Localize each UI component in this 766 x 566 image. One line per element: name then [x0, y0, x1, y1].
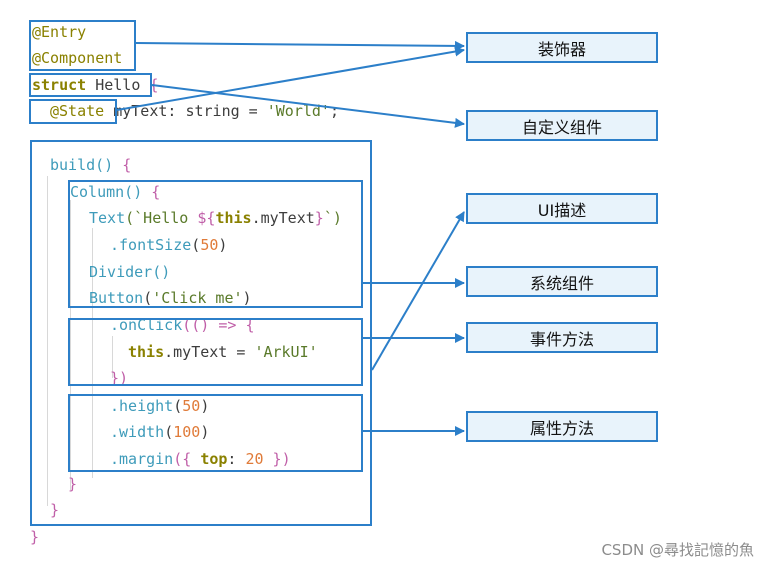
- code-line-button: Button('Click me'): [89, 289, 252, 307]
- code-line-component: @Component: [32, 49, 123, 67]
- attribute-method-highlight-box: [68, 394, 363, 472]
- indent-guide-column: [70, 200, 71, 490]
- code-line-onclick-close: }): [110, 369, 129, 387]
- code-line-margin: .margin({ top: 20 }): [110, 450, 291, 468]
- label-system-component: 系统组件: [466, 266, 658, 297]
- indent-guide-onclick: [112, 336, 113, 378]
- code-line-fontsize: .fontSize(50): [110, 236, 228, 254]
- label-custom-component: 自定义组件: [466, 110, 658, 141]
- code-line-state: @State myText: string = 'World';: [50, 102, 339, 120]
- code-line-build-close: }: [50, 501, 60, 519]
- code-line-divider: Divider(): [89, 263, 171, 281]
- code-line-width: .width(100): [110, 423, 210, 441]
- code-line-build: build() {: [50, 156, 132, 174]
- label-attribute-method: 属性方法: [466, 411, 658, 442]
- state-highlight-box: [29, 99, 117, 124]
- code-line-struct-close: }: [30, 528, 40, 546]
- build-highlight-box: [30, 140, 372, 526]
- arrow-decorator-from-entry: [135, 40, 465, 51]
- code-line-column-close: }: [68, 475, 78, 493]
- arrow-custom-component: [151, 84, 465, 128]
- label-ui-description: UI描述: [466, 193, 658, 224]
- code-line-assign: this.myText = 'ArkUI': [128, 343, 318, 361]
- code-line-entry: @Entry: [32, 23, 87, 41]
- code-line-height: .height(50): [110, 397, 210, 415]
- indent-guide-chain: [92, 228, 93, 478]
- decorator-highlight-box: [29, 20, 136, 71]
- label-event-method: 事件方法: [466, 322, 658, 353]
- code-line-text: Text(`Hello ${this.myText}`): [89, 209, 342, 227]
- struct-name-highlight-box: [29, 73, 152, 97]
- label-decorator: 装饰器: [466, 32, 658, 63]
- indent-guide-build: [47, 176, 48, 506]
- code-line-onclick: .onClick(() => {: [110, 316, 255, 334]
- arrow-decorator-from-state: [116, 46, 465, 111]
- code-line-column: Column() {: [70, 183, 161, 201]
- watermark: CSDN @尋找記憶的魚: [601, 541, 754, 559]
- event-method-highlight-box: [68, 318, 363, 386]
- arrow-ui-description: [371, 211, 465, 371]
- system-component-highlight-box: [68, 180, 363, 308]
